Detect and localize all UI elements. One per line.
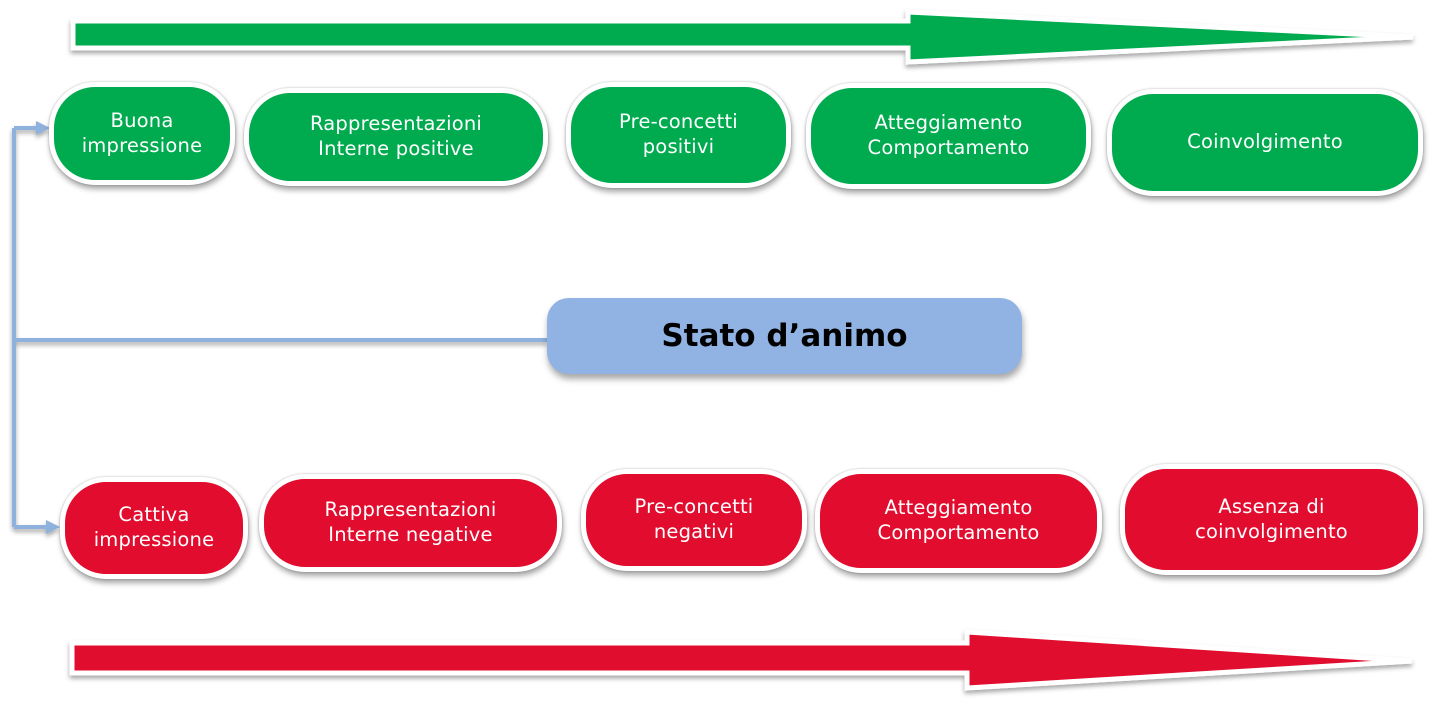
- positive-step-1: Buona impressione: [49, 82, 235, 185]
- positive-step-3: Pre-concetti positivi: [566, 82, 791, 188]
- negative-step-4: Atteggiamento Comportamento: [815, 469, 1102, 573]
- negative-step-3: Pre-concetti negativi: [581, 469, 807, 571]
- positive-step-5-label: Coinvolgimento: [1187, 130, 1343, 153]
- negative-step-3-label: Pre-concetti negativi: [634, 495, 754, 543]
- negative-step-1: Cattiva impressione: [60, 477, 248, 579]
- negative-step-1-label: Cattiva impressione: [93, 503, 215, 551]
- center-state-label: Stato d’animo: [661, 318, 908, 354]
- connector-arrowhead-top: [36, 121, 50, 135]
- positive-step-2: Rappresentazioni Interne positive: [244, 88, 548, 186]
- positive-step-4-label: Atteggiamento Comportamento: [867, 111, 1030, 159]
- positive-step-4: Atteggiamento Comportamento: [806, 83, 1091, 189]
- positive-step-3-label: Pre-concetti positivi: [619, 110, 738, 158]
- positive-step-5: Coinvolgimento: [1107, 89, 1423, 196]
- negative-step-2-label: Rappresentazioni Interne negative: [324, 498, 497, 546]
- connector-bracket: [12, 121, 548, 534]
- negative-step-4-label: Atteggiamento Comportamento: [877, 496, 1040, 544]
- positive-step-2-label: Rappresentazioni Interne positive: [309, 112, 483, 160]
- positive-step-1-label: Buona impressione: [81, 108, 203, 157]
- connector-arrowhead-bottom: [46, 520, 60, 534]
- top-progress-arrow: [70, 9, 1414, 65]
- bottom-progress-arrow: [69, 629, 1413, 691]
- negative-step-2: Rappresentazioni Interne negative: [259, 474, 562, 572]
- center-state-box: Stato d’animo: [547, 298, 1022, 374]
- negative-step-5: Assenza di coinvolgimento: [1120, 464, 1423, 575]
- negative-step-5-label: Assenza di coinvolgimento: [1195, 494, 1348, 543]
